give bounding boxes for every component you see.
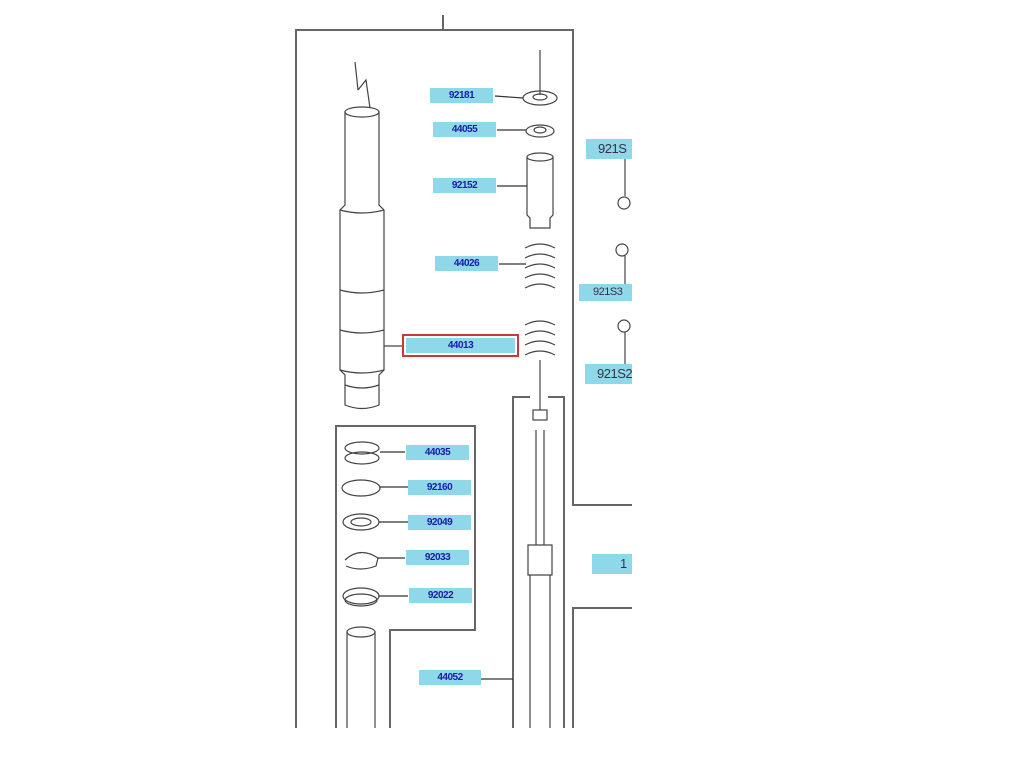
part-label-1[interactable]: 92181 [430,88,493,103]
part-label-4[interactable]: 44026 [435,256,498,271]
part-label-r1[interactable]: 921S [586,139,632,159]
leader-lines [378,95,527,680]
seal-parts [341,441,381,728]
part-label-8[interactable]: 92049 [408,515,471,530]
part-label-7[interactable]: 92160 [408,480,471,495]
diagram-frames [295,15,632,728]
part-label-r4[interactable]: 1 [592,554,632,574]
part-label-2[interactable]: 44055 [433,122,496,137]
part-label-5-selected[interactable]: 44013 [406,338,515,353]
part-label-9[interactable]: 92033 [406,550,469,565]
part-label-6[interactable]: 44035 [406,445,469,460]
part-label-r3[interactable]: 921S2 [585,364,633,384]
fork-tube [339,61,402,410]
part-label-3[interactable]: 92152 [433,178,496,193]
selected-part-highlight [402,334,519,357]
part-label-r2[interactable]: 921S3 [579,284,632,301]
part-label-11[interactable]: 44052 [419,670,481,685]
spring-parts [522,50,558,728]
part-label-10[interactable]: 92022 [409,588,472,603]
bolt-parts [615,158,631,366]
